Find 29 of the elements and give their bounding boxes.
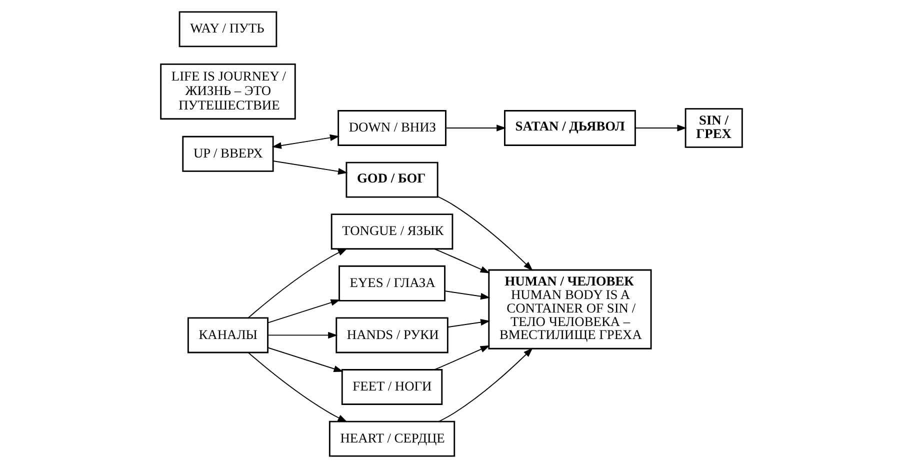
arrow	[444, 290, 490, 300]
arrow	[267, 299, 340, 324]
arrow	[433, 345, 490, 370]
node-box: WAY / ПУТЬ	[178, 11, 277, 48]
arrow	[433, 248, 490, 274]
node-box: SATAN / ДЬЯВОЛ	[504, 110, 636, 146]
node-box: HEART / СЕРДЦЕ	[328, 420, 455, 457]
arrow	[444, 124, 506, 132]
node-box: GOD / БОГ	[345, 162, 438, 198]
node-box: TONGUE / ЯЗЫК	[330, 214, 453, 250]
arrow	[272, 160, 348, 175]
arrow	[271, 134, 340, 149]
node-box: DOWN / ВНИЗ	[337, 110, 446, 146]
arrow	[267, 332, 338, 339]
arrow	[634, 124, 686, 132]
node-box: UP / ВВЕРХ	[182, 136, 274, 172]
node-box: EYES / ГЛАЗА	[338, 265, 445, 302]
arrow	[438, 348, 532, 422]
node-box: SIN / ГРЕХ	[684, 108, 742, 148]
arrow	[267, 347, 343, 372]
node-box: HUMAN / ЧЕЛОВЕК HUMAN BODY IS A CONTAINER OF SIN / ТЕЛО ЧЕЛОВЕКА – ВМЕСТИЛИЩЕ ГРЕХА	[488, 269, 652, 350]
arrow	[247, 352, 347, 422]
node-box: LIFE IS JOURNEY / ЖИЗНЬ – ЭТО ПУТЕШЕСТВИЕ	[160, 63, 296, 120]
node-box: КАНАЛЫ	[186, 317, 268, 354]
arrow	[446, 318, 490, 328]
node-box: FEET / НОГИ	[340, 369, 442, 405]
node-box: HANDS / РУКИ	[335, 317, 448, 354]
arrow	[247, 248, 347, 318]
arrow	[436, 196, 532, 271]
